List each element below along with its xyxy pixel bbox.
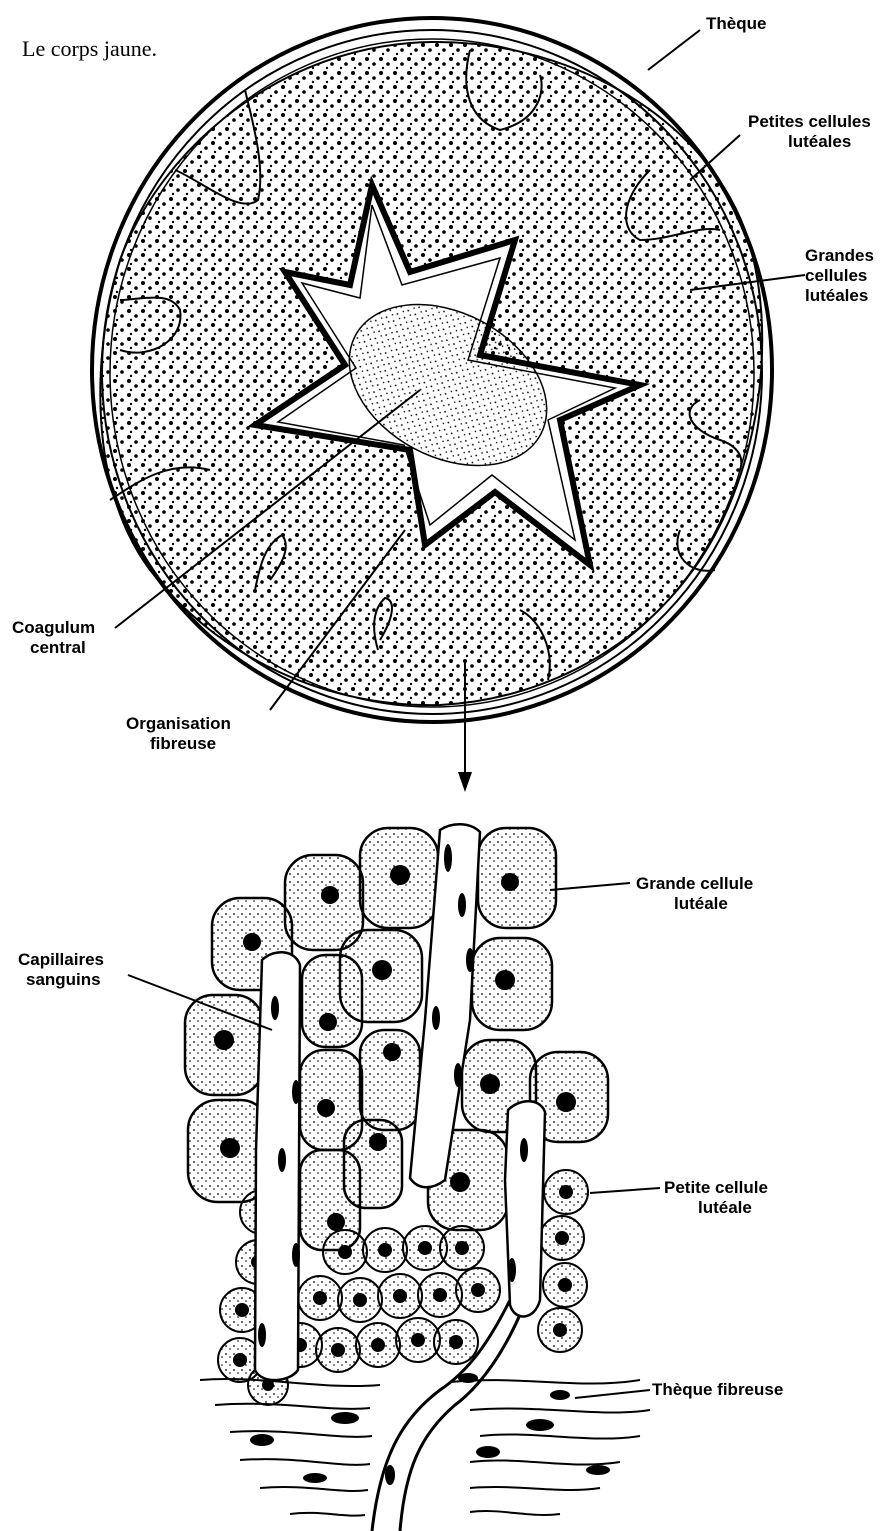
label-line: lutéales bbox=[748, 132, 871, 152]
label-line: lutéale bbox=[664, 1198, 768, 1218]
corpus-luteum-section bbox=[92, 18, 805, 792]
label-petite-cellule: Petite cellule lutéale bbox=[664, 1178, 768, 1218]
label-line: Capillaires bbox=[18, 950, 104, 970]
label-petites-cellules: Petites cellules lutéales bbox=[748, 112, 871, 152]
label-line: cellules bbox=[805, 266, 874, 286]
label-line: Grande cellule bbox=[636, 874, 753, 894]
label-line: fibreuse bbox=[126, 734, 231, 754]
label-line: Grandes bbox=[805, 246, 874, 266]
label-line: Petites cellules bbox=[748, 112, 871, 132]
label-grande-cellule: Grande cellule lutéale bbox=[636, 874, 753, 914]
cellular-detail-section bbox=[128, 824, 660, 1531]
label-line: lutéales bbox=[805, 286, 874, 306]
label-line: central bbox=[12, 638, 95, 658]
label-grandes-cellules: Grandes cellules lutéales bbox=[805, 246, 874, 306]
label-theque-text: Thèque bbox=[706, 14, 766, 34]
label-line: Petite cellule bbox=[664, 1178, 768, 1198]
label-line: sanguins bbox=[18, 970, 104, 990]
figure-title: Le corps jaune. bbox=[22, 36, 157, 62]
label-capillaires: Capillaires sanguins bbox=[18, 950, 104, 990]
label-line: Coagulum bbox=[12, 618, 95, 638]
label-coagulum: Coagulum central bbox=[12, 618, 95, 658]
label-theque-fibreuse: Thèque fibreuse bbox=[652, 1380, 783, 1400]
label-line: lutéale bbox=[636, 894, 753, 914]
label-organisation: Organisation fibreuse bbox=[126, 714, 231, 754]
label-line: Organisation bbox=[126, 714, 231, 734]
label-theque: Thèque bbox=[706, 14, 766, 34]
label-theque-fibreuse-text: Thèque fibreuse bbox=[652, 1380, 783, 1400]
